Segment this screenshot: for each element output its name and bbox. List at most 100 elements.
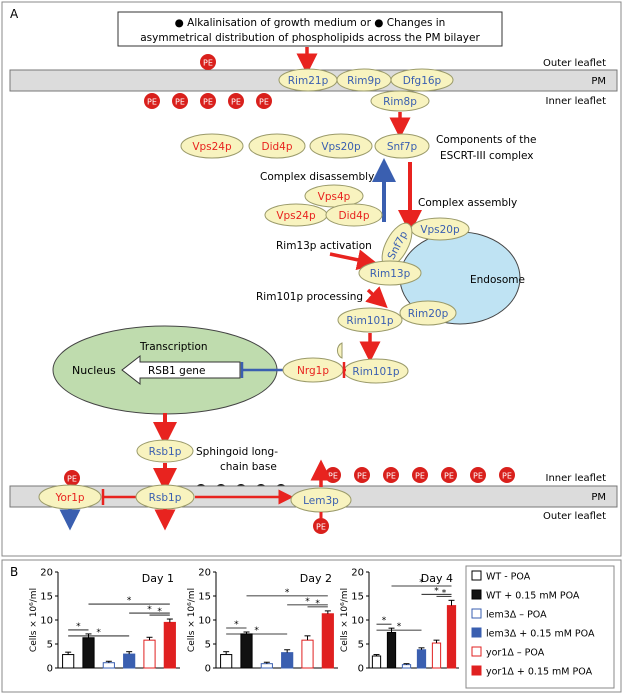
transcription-label: Transcription: [139, 341, 208, 353]
y-axis-label: Cells × 10⁶/ml: [29, 588, 39, 652]
outer-leaflet-label-top: Outer leaflet: [543, 58, 606, 69]
pm-label-bottom: PM: [591, 492, 606, 503]
pe-label: PE: [415, 472, 425, 481]
pe-label: PE: [357, 472, 367, 481]
svg-text:Rim101p: Rim101p: [346, 315, 393, 327]
sphingoid-label-1: Sphingoid long-: [196, 446, 278, 458]
rsb1-gene-label: RSB1 gene: [148, 365, 205, 377]
bar: [301, 639, 314, 669]
pe-inner-row-top: PE PE PE PE PE: [144, 93, 272, 109]
svg-text:Did4p: Did4p: [261, 141, 292, 153]
rim8p-protein: Rim8p: [370, 90, 430, 112]
inner-leaflet-label-top: Inner leaflet: [546, 96, 607, 107]
legend-box: [465, 565, 615, 689]
chart-title: Day 2: [300, 572, 332, 585]
bar: [371, 655, 382, 669]
rim13p-activation-label: Rim13p activation: [276, 240, 372, 252]
panel-b-label: B: [10, 565, 18, 579]
rim13p-protein: Rim13p: [358, 260, 422, 286]
y-tick-label: 5: [205, 640, 211, 651]
pe-label: PE: [259, 98, 269, 107]
svg-text:Vps24p: Vps24p: [192, 141, 232, 153]
y-tick-label: 15: [40, 592, 53, 603]
chart-title: Day 4: [421, 572, 453, 585]
significance-star: *: [96, 628, 101, 638]
rim21p-protein: Rim21p: [278, 68, 338, 92]
did4p-protein: Did4p: [248, 133, 306, 159]
bar: [102, 662, 115, 669]
y-tick-label: 5: [47, 640, 53, 651]
svg-text:Vps20p: Vps20p: [420, 224, 460, 236]
legend-swatch: [471, 646, 482, 657]
pe-lipid: PE: [256, 93, 272, 109]
y-tick-label: 10: [40, 616, 53, 627]
svg-text:PE: PE: [316, 523, 326, 532]
significance-star: *: [382, 616, 387, 626]
y-tick-label: 0: [47, 664, 53, 675]
pm-label-top: PM: [591, 76, 606, 87]
pe-lipid: PE: [200, 93, 216, 109]
legend-swatch: [471, 608, 482, 619]
bar: [62, 654, 75, 669]
bar: [143, 639, 156, 669]
legend-label: lem3Δ – POA: [486, 610, 547, 621]
pe-lipid: PE: [412, 467, 428, 483]
pe-lipid: PE: [441, 467, 457, 483]
svg-text:Dfg16p: Dfg16p: [403, 75, 442, 87]
y-tick-label: 15: [351, 592, 364, 603]
pe-lipid: PE: [144, 93, 160, 109]
pe-lipid: PE: [228, 93, 244, 109]
svg-text:PE: PE: [67, 475, 77, 484]
bar: [163, 621, 176, 669]
legend-label: WT + 0.15 mM POA: [486, 591, 580, 602]
significance-star: *: [434, 586, 439, 596]
svg-text:Snf7p: Snf7p: [387, 141, 418, 153]
significance-star: *: [234, 620, 239, 630]
rim13p-activation-arrow: [329, 249, 379, 271]
vps24p-protein: Vps24p: [180, 133, 244, 159]
vps20p-assembly-protein: Vps20p: [410, 217, 470, 241]
bar: [321, 613, 334, 669]
processing-arrow: [365, 286, 388, 309]
svg-text:Rsb1p: Rsb1p: [149, 446, 182, 458]
significance-star: *: [397, 622, 402, 632]
pe-label: PE: [328, 472, 338, 481]
svg-text:Nrg1p: Nrg1p: [297, 365, 329, 377]
legend-entry: lem3Δ + 0.15 mM POA: [471, 627, 595, 640]
legend-swatch: [471, 665, 482, 676]
y-tick-label: 15: [198, 592, 211, 603]
svg-text:Lem3p: Lem3p: [303, 495, 339, 507]
significance-star: *: [305, 597, 310, 607]
pe-outer-top: PE: [200, 54, 216, 70]
escrt-label-1: Components of the: [436, 134, 536, 146]
significance-star: *: [285, 588, 290, 598]
y-tick-label: 0: [358, 664, 364, 675]
legend-label: yor1Δ + 0.15 mM POA: [486, 667, 593, 678]
pe-label: PE: [386, 472, 396, 481]
bar: [446, 605, 457, 669]
trigger-box: [117, 11, 503, 47]
bar: [123, 653, 136, 669]
pe-label: PE: [203, 59, 213, 68]
pe-label: PE: [175, 98, 185, 107]
bar: [401, 664, 412, 669]
rim101p-processing-label: Rim101p processing: [256, 291, 363, 303]
pe-label: PE: [203, 98, 213, 107]
yor1p-protein: Yor1p: [38, 484, 102, 510]
nucleus-label: Nucleus: [72, 364, 116, 377]
rim20p-protein: Rim20p: [399, 300, 457, 326]
pe-label: PE: [147, 98, 157, 107]
rim101p-endosome-protein: Rim101p: [337, 307, 403, 333]
pe-lem3p: PE: [313, 518, 329, 534]
pe-lipid: PE: [354, 467, 370, 483]
legend-label: yor1Δ – POA: [486, 648, 545, 659]
y-axis-label: Cells × 10⁶/ml: [187, 588, 197, 652]
sphingoid-label-2: chain base: [220, 461, 277, 473]
legend-entry: WT + 0.15 mM POA: [471, 589, 580, 602]
significance-star: *: [442, 588, 447, 598]
